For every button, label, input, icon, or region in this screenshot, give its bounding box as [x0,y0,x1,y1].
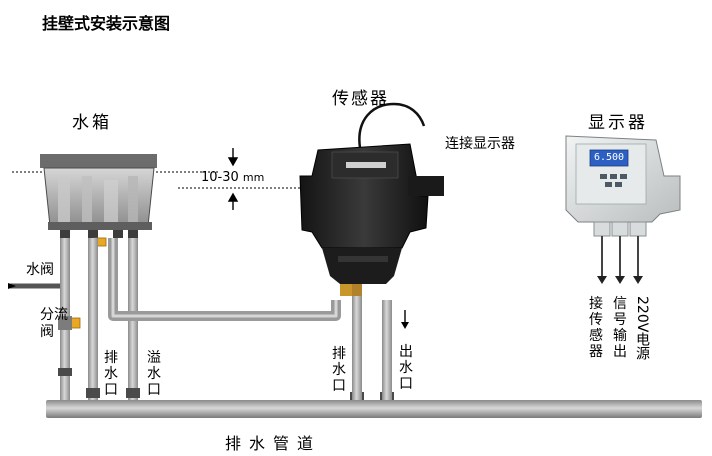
connect-display-label: 连接显示器 [445,136,515,152]
page-title: 挂壁式安装示意图 [42,14,171,33]
display-cable-end-icons [597,276,643,284]
display-cables [601,236,639,278]
signal-output-label: 信号输出 [613,296,627,360]
feed-pipe-to-sensor [108,238,341,321]
display-screen [589,149,629,167]
display-reading: 6.500 [593,152,625,163]
power-label: 220V电源 [634,296,650,360]
main-drain-pipe [46,400,702,418]
gap-label: 10-30 mm [201,170,264,185]
sensor-cable [358,102,426,149]
tank-drain-pipe [88,238,98,400]
drain-pipe-label: 排水管道 [225,434,322,453]
sensor-drain-pipe [352,296,362,400]
sensor-unit [299,102,444,298]
tank-drain-label: 排水口 [104,350,118,398]
outlet-pipe [382,300,392,400]
tank-label: 水箱 [72,113,112,133]
sensor-label: 传感器 [332,89,389,109]
water-tank [40,154,157,238]
outlet-arrow [401,310,409,329]
display-unit [565,135,681,237]
water-valve-label: 水阀 [26,262,54,278]
sensor-drain-label: 排水口 [332,346,346,394]
outlet-label: 出水口 [399,344,413,392]
gap-unit: mm [242,171,265,184]
connect-sensor-label: 接传感器 [589,296,603,360]
gap-arrows [227,148,239,210]
gap-value: 10-30 [201,170,239,185]
split-valve-label: 分流阀 [40,307,68,340]
overflow-label: 溢水口 [147,350,161,398]
power-label-text: 220V电源 [634,296,650,361]
split-valve-handle [58,316,81,330]
display-label: 显示器 [588,113,648,133]
inlet-arrow [8,283,60,289]
